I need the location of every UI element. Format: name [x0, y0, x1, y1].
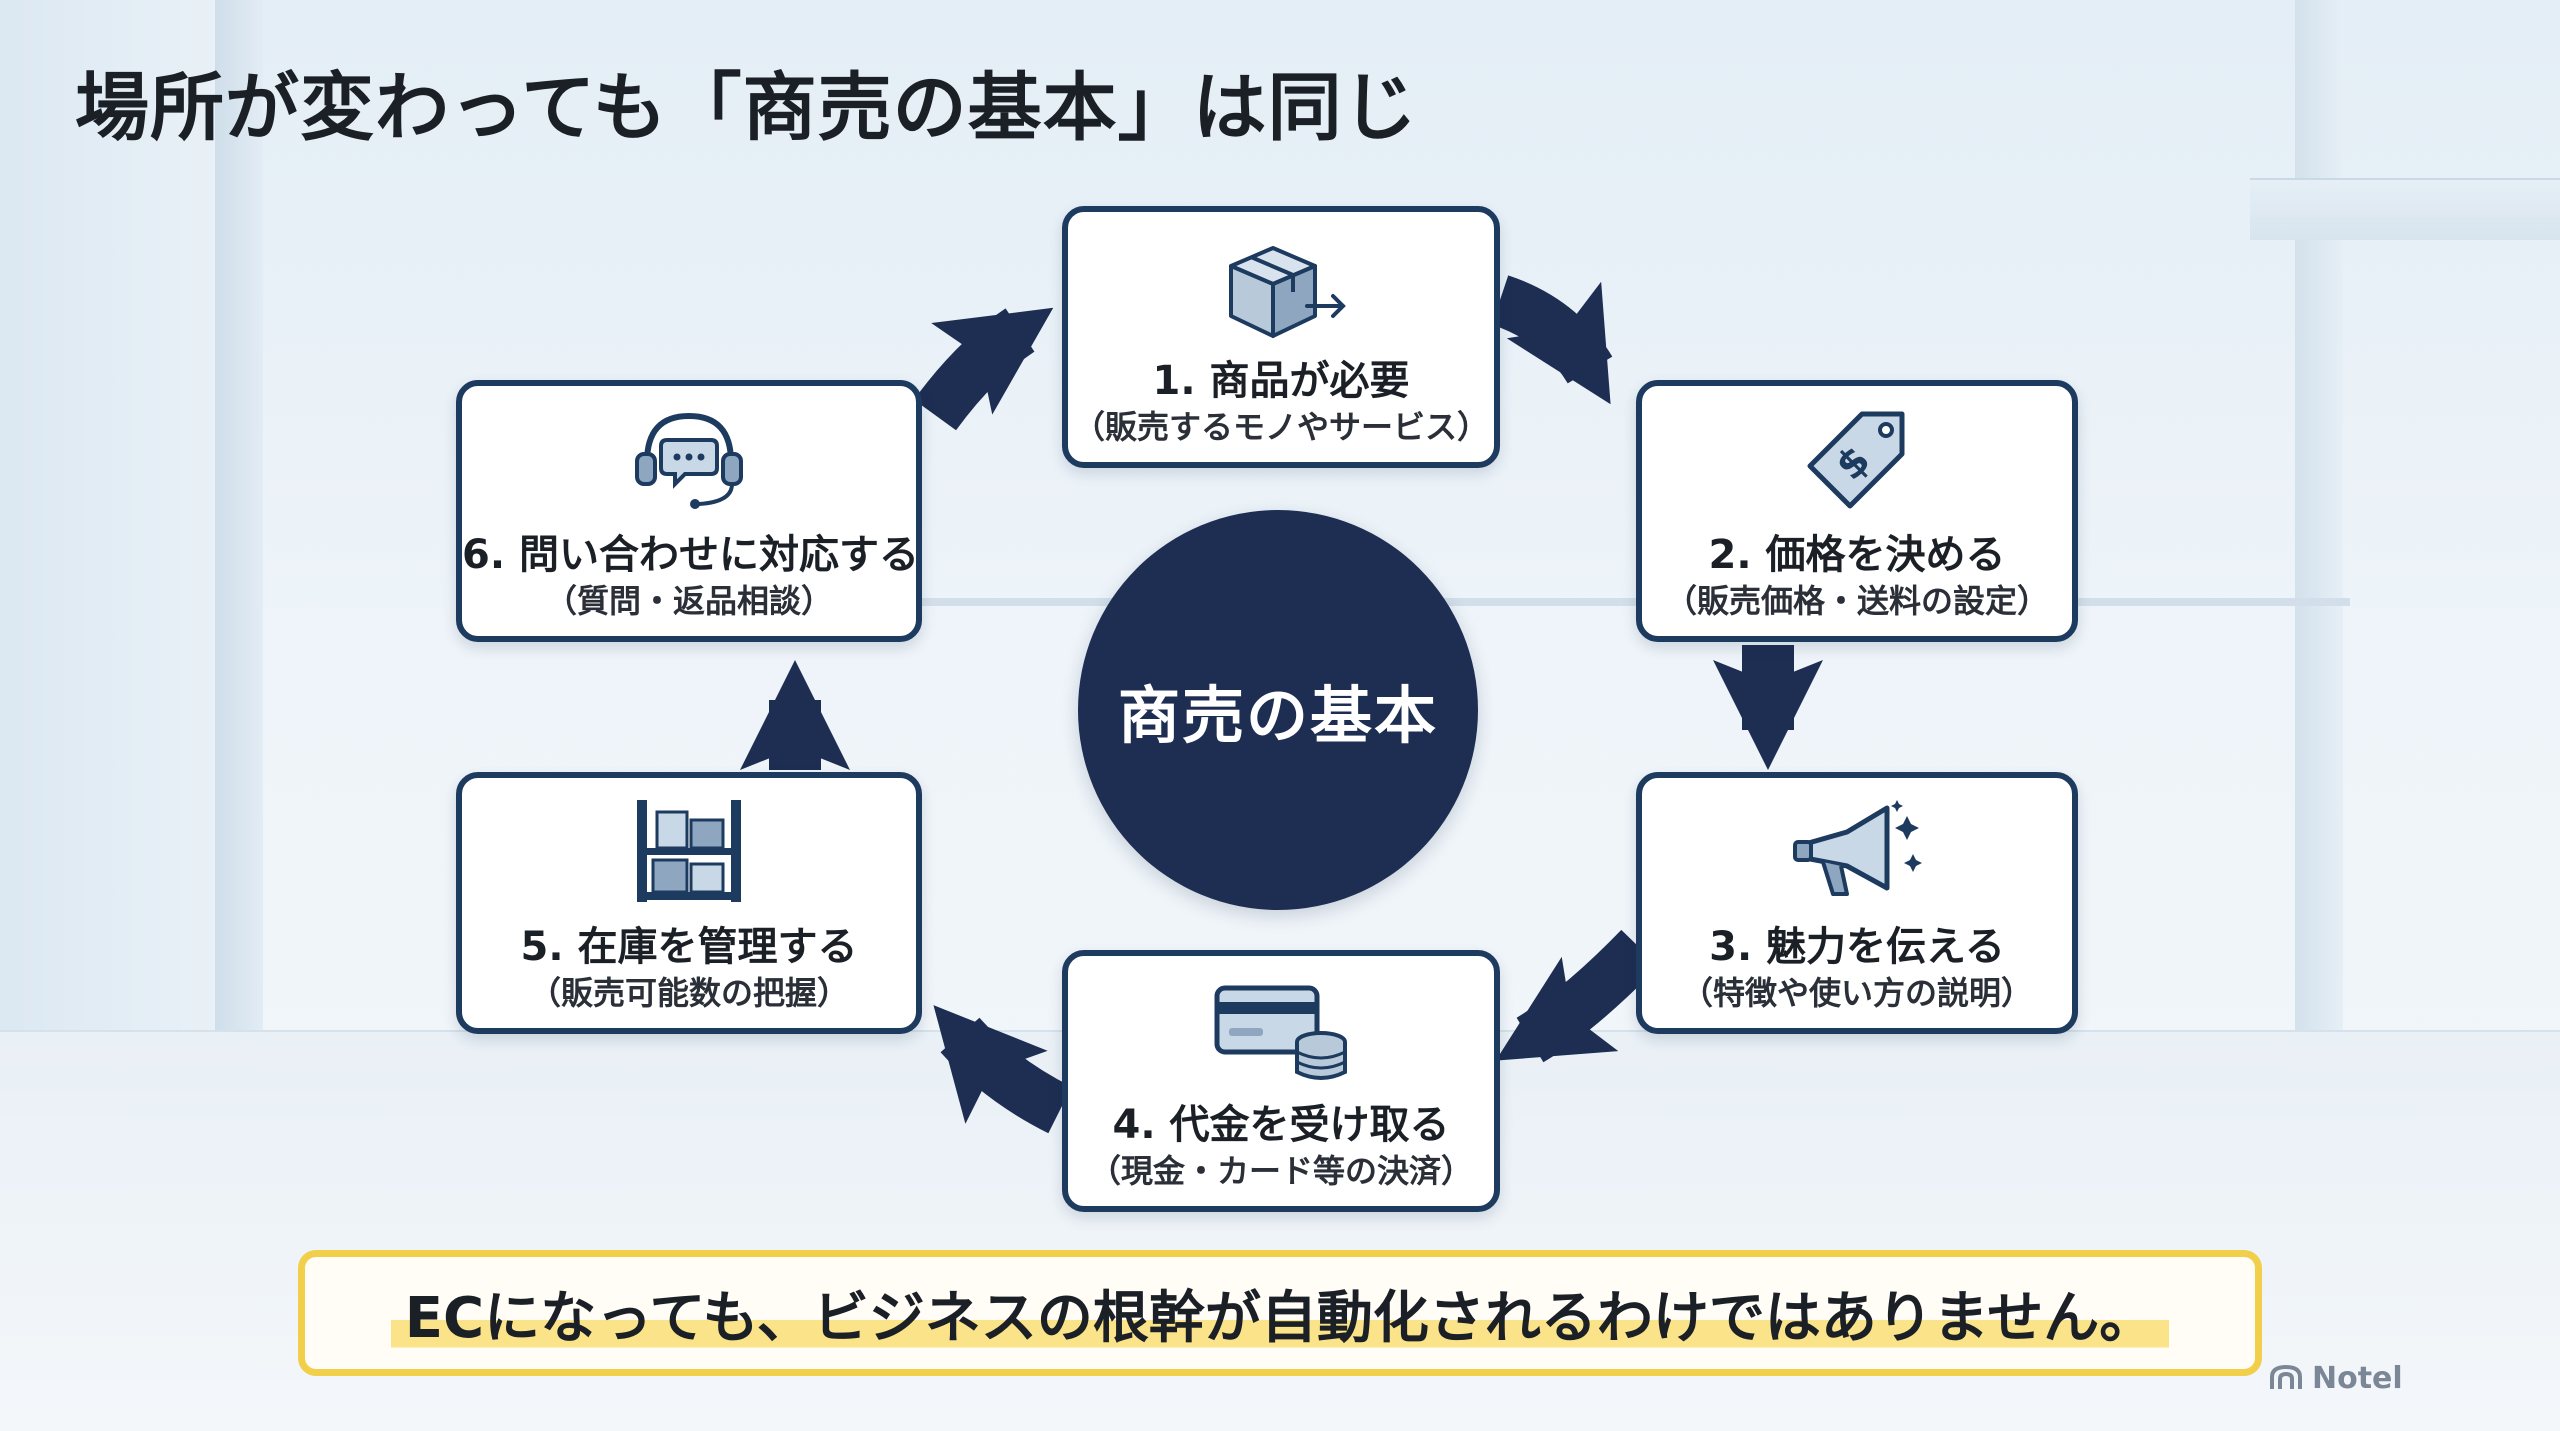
- inventory-shelf-icon: [637, 800, 741, 902]
- background-pillar-right: [2295, 0, 2343, 1060]
- background-wall: [0, 0, 220, 1060]
- step-5-box: 5. 在庫を管理する （販売可能数の把握）: [456, 772, 922, 1034]
- step-4-label: 4. 代金を受け取る: [1112, 1102, 1450, 1148]
- step-3-label: 3. 魅力を伝える: [1709, 924, 2005, 970]
- watermark-logo-icon: [2270, 1364, 2302, 1389]
- watermark-text: Notel: [2312, 1360, 2403, 1396]
- step-1-box: 1. 商品が必要 （販売するモノやサービス）: [1062, 206, 1500, 468]
- step-1-sub: （販売するモノやサービス）: [1072, 408, 1489, 446]
- step-2-label: 2. 価格を決める: [1708, 532, 2006, 578]
- page-title: 場所が変わっても「商売の基本」は同じ: [75, 65, 1418, 151]
- arrow-step6-to-step1: [913, 307, 1054, 431]
- step-4-box: 4. 代金を受け取る （現金・カード等の決済）: [1062, 950, 1500, 1212]
- center-hub: 商売の基本: [1078, 510, 1478, 910]
- key-message-box: ECになっても、ビジネスの根幹が自動化されるわけではありません。: [298, 1250, 2262, 1376]
- step-3-sub: （特徴や使い方の説明）: [1680, 974, 2033, 1012]
- step-6-box: 6. 問い合わせに対応する （質問・返品相談）: [456, 380, 922, 642]
- background-pillar-left: [215, 0, 263, 1060]
- headset-chat-icon: [635, 412, 743, 509]
- step-2-sub: （販売価格・送料の設定）: [1664, 582, 2049, 620]
- megaphone-icon: [1793, 800, 1922, 896]
- payment-card-coins-icon: [1214, 985, 1347, 1080]
- step-5-sub: （販売可能数の把握）: [528, 974, 849, 1012]
- step-6-sub: （質問・返品相談）: [544, 582, 833, 620]
- step-4-sub: （現金・カード等の決済）: [1088, 1152, 1473, 1190]
- arrow-step4-to-step5: [933, 1005, 1072, 1134]
- key-message: ECになっても、ビジネスの根幹が自動化されるわけではありません。: [390, 1272, 2170, 1354]
- step-6-label: 6. 問い合わせに対応する: [462, 532, 919, 578]
- watermark: Notel: [2268, 1358, 2403, 1398]
- step-2-box: $ 2. 価格を決める （販売価格・送料の設定）: [1636, 380, 2078, 642]
- background-rail: [900, 598, 2350, 606]
- center-label: 商売の基本: [1117, 679, 1438, 752]
- arrow-step1-to-step2: [1491, 275, 1613, 405]
- step-3-box: 3. 魅力を伝える （特徴や使い方の説明）: [1636, 772, 2078, 1034]
- arrow-step3-to-step4: [1495, 929, 1659, 1063]
- background-shelf: [2250, 178, 2560, 240]
- package-icon: [1229, 246, 1346, 338]
- price-tag-icon: $: [1807, 411, 1905, 509]
- step-5-label: 5. 在庫を管理する: [520, 924, 858, 970]
- step-1-label: 1. 商品が必要: [1152, 358, 1410, 404]
